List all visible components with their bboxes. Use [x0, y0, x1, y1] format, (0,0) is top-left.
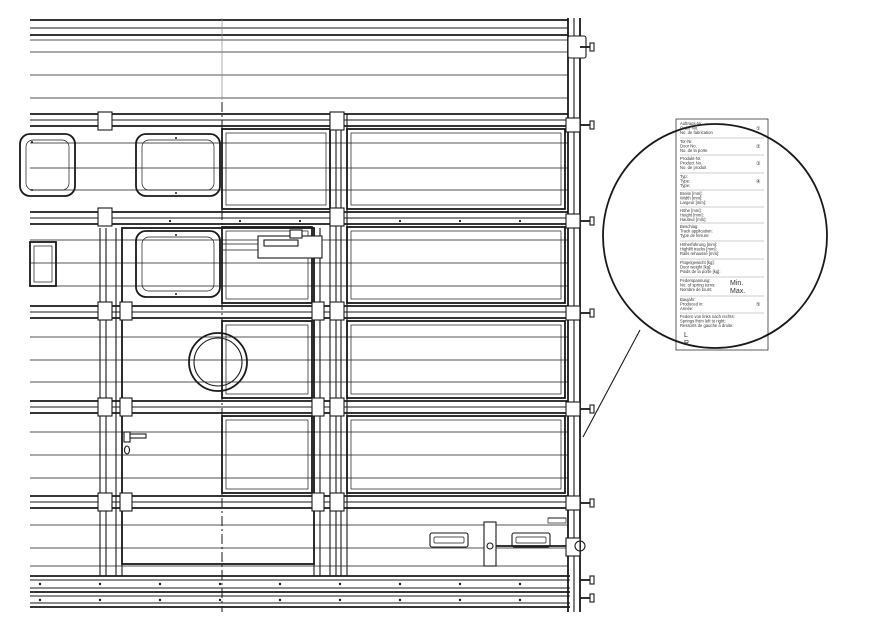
- plate-field-label: Nombre de tours:: [680, 287, 712, 292]
- spring-left-label: L: [684, 332, 688, 339]
- callout-leader: [582, 329, 641, 438]
- door-closer: [222, 229, 323, 259]
- plate-field-label: Poids de la porte [kg]:: [680, 269, 721, 274]
- plate-field-label: Door No.: [680, 144, 697, 149]
- spring-right-label: R: [684, 340, 689, 347]
- plate-field-marker: ④: [756, 179, 761, 185]
- plate-field-label: Springs from left to right:: [680, 319, 726, 324]
- panel-frames: [221, 128, 566, 494]
- plate-field-label: Höhe [mm]:: [680, 208, 702, 213]
- plate-field-label: Height [mm]:: [680, 213, 704, 218]
- plate-field-label: Rails rehaussé [mm]:: [680, 251, 719, 256]
- plate-field-label: Federspannung:: [680, 278, 711, 283]
- plate-field-marker: ③: [756, 161, 761, 167]
- porthole-window: [188, 332, 248, 392]
- plate-field-label: Höherführung [mm]:: [680, 242, 717, 247]
- plate-field-label: Type:: [680, 179, 690, 184]
- door-handle: [123, 431, 147, 455]
- plate-field-label: Année:: [680, 306, 693, 311]
- plate-field-label: Produced in:: [680, 302, 704, 307]
- plate-field-marker: ②: [756, 144, 761, 150]
- plate-field-label: Hauteur [mm]:: [680, 217, 707, 222]
- plate-field-label: No. de la porte: [680, 148, 708, 153]
- plate-field-label: Auftrags-Nr.: [680, 121, 702, 126]
- plate-field-label: Type de ferrure:: [680, 233, 710, 238]
- plate-field-label: Type:: [680, 183, 690, 188]
- plate-field-label: Track application:: [680, 229, 713, 234]
- rounded-windows: [19, 133, 221, 298]
- rail-bolts: [38, 219, 522, 602]
- spring-min-label: Min.: [730, 280, 743, 287]
- door-panel-lines: [30, 19, 570, 608]
- plate-field-label: Width [mm]:: [680, 196, 702, 201]
- plate-field-label: Tor-Nr.: [680, 139, 693, 144]
- hinge-brackets: [97, 111, 345, 512]
- plate-field-label: Flügelgewicht [kg]:: [680, 260, 715, 265]
- lock-hardware: [429, 517, 586, 567]
- plate-field-label: Beschlag:: [680, 224, 698, 229]
- plate-field-label: Order No.: [680, 126, 698, 131]
- id-label-plate: Auftrags-Nr.Order No.No. de fabrication ①…: [675, 118, 769, 351]
- plate-field-label: Largeur [mm]:: [680, 200, 706, 205]
- plate-field-label: Federn von links nach rechts:: [680, 314, 735, 319]
- plate-field-label: No. of spring turns:: [680, 283, 715, 288]
- plate-field-label: Produkt-Nr.: [680, 156, 701, 161]
- plate-field-label: No. de fabrication: [680, 130, 713, 135]
- plate-field-label: Door weight [kg]:: [680, 265, 711, 270]
- plate-field-marker: ⑤: [756, 302, 761, 308]
- plate-field-label: Breite [mm]:: [680, 191, 703, 196]
- track-rollers: [565, 35, 595, 603]
- plate-field-marker: ①: [756, 126, 761, 132]
- spring-max-label: Max.: [730, 288, 745, 295]
- plate-field-label: Highlift tracks [mm]:: [680, 247, 717, 252]
- callout-circle: [602, 123, 828, 349]
- plate-field-label: Baujahr:: [680, 297, 696, 302]
- plate-field-label: Typ:: [680, 174, 688, 179]
- plate-field-label: No. de produit: [680, 165, 707, 170]
- plate-field-label: Product No.: [680, 161, 702, 166]
- plate-field-label: Ressorts de gauche à droite:: [680, 323, 734, 328]
